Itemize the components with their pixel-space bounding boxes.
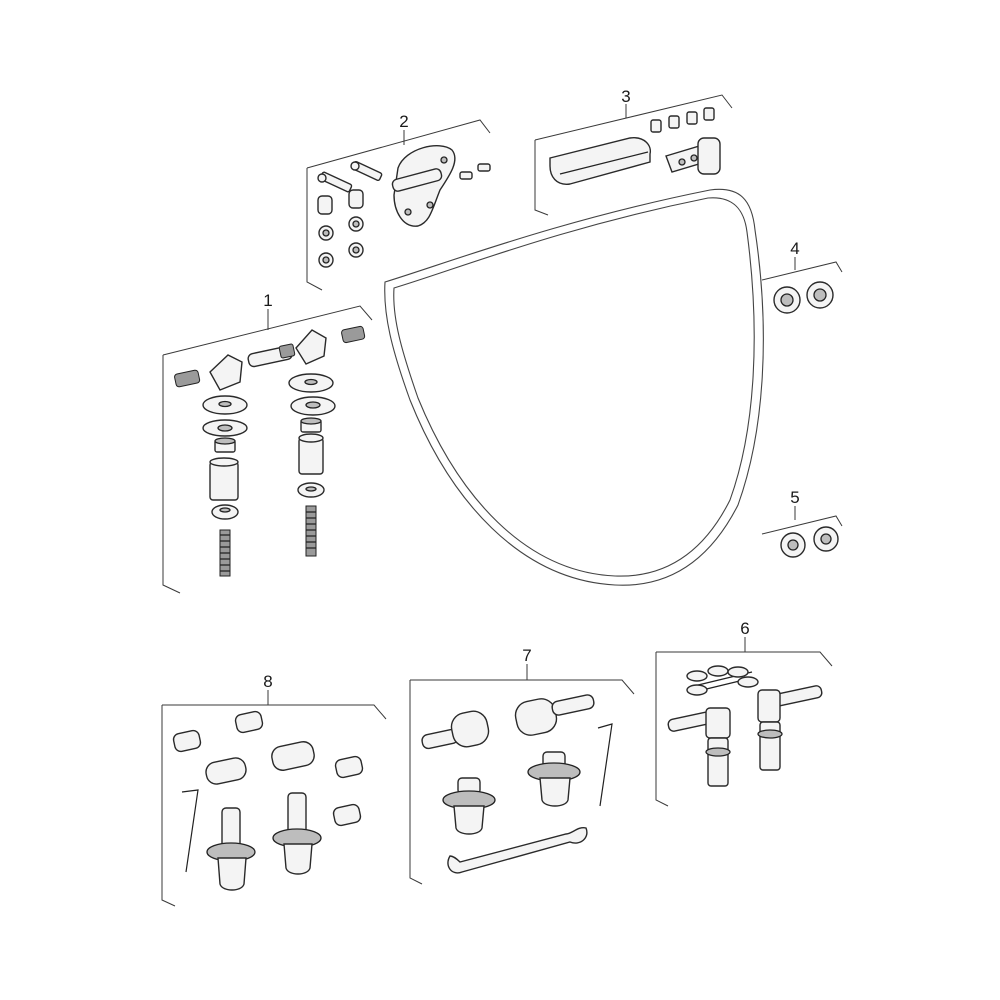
hinge-plate (391, 145, 456, 227)
small-screw (477, 163, 491, 172)
group-8-fixing-kit: 8 (161, 672, 387, 907)
hinge-post (757, 685, 823, 771)
cap-nut (172, 710, 364, 827)
allen-key (597, 723, 613, 807)
hinge-block (295, 329, 327, 365)
group-1-label: 1 (263, 291, 272, 310)
hinge-block (209, 354, 243, 391)
allen-key (181, 789, 199, 873)
group-7-label: 7 (522, 646, 531, 665)
washer-strip (686, 665, 759, 696)
group-5-label: 5 (790, 488, 799, 507)
sleeve (348, 189, 364, 209)
group-4-label: 4 (790, 239, 799, 258)
threaded-cap (174, 325, 366, 388)
bolt-head (205, 741, 315, 785)
group-6-hinge-post-kit: 6 (655, 619, 833, 807)
group-7-hinge-post-tool-kit: 7 (409, 646, 635, 885)
group-1-hinge-kit: 1 (162, 291, 373, 594)
group-8-label: 8 (263, 672, 272, 691)
sleeve (317, 195, 333, 215)
hinge-bar (549, 137, 652, 185)
left-fixing-column (202, 395, 248, 577)
group-3-hinge-bar-kit: 3 (534, 87, 733, 216)
spanner (447, 826, 588, 874)
right-fixing-column (288, 373, 336, 557)
group-3-label: 3 (621, 87, 630, 106)
connecting-rod (247, 343, 296, 368)
group-2-hinge-plate-kit: 2 (306, 112, 491, 291)
group-2-label: 2 (399, 112, 408, 131)
group-6-label: 6 (740, 619, 749, 638)
group-5-buffer-pair: 5 (761, 488, 843, 558)
hinge-post-right (514, 694, 595, 807)
hinge-post-left (421, 710, 496, 835)
small-screw (650, 107, 715, 133)
expansion-anchor (272, 792, 322, 875)
screw (317, 160, 383, 193)
hinge-post (667, 707, 731, 787)
hinge-bracket (665, 137, 721, 175)
small-screw (459, 171, 473, 180)
toilet-seat-lid (384, 188, 764, 586)
group-4-buffer-pair: 4 (761, 239, 843, 314)
expansion-anchor (206, 807, 256, 891)
